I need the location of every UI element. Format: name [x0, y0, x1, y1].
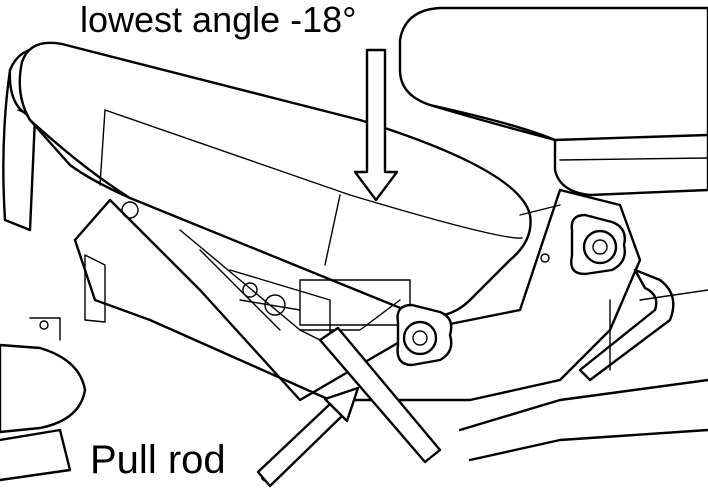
down-arrow-icon: [353, 48, 399, 202]
right-lower-frame: [458, 289, 708, 462]
frame-plate: [73, 188, 642, 402]
pull-rod: [299, 326, 442, 464]
rear-knob: [570, 213, 626, 276]
adjustment-mechanism: [179, 229, 411, 341]
front-knob: [396, 303, 453, 367]
pull-rod-annotation: Pull rod: [90, 438, 226, 482]
angle-annotation: lowest angle -18°: [80, 0, 357, 40]
left-lower-frame: [0, 317, 87, 482]
rear-pull-rod: [578, 268, 675, 382]
right-seat-pad: [398, 6, 708, 197]
backrest-pad: [18, 41, 532, 318]
pull-rod-arrow-icon: [256, 386, 360, 488]
